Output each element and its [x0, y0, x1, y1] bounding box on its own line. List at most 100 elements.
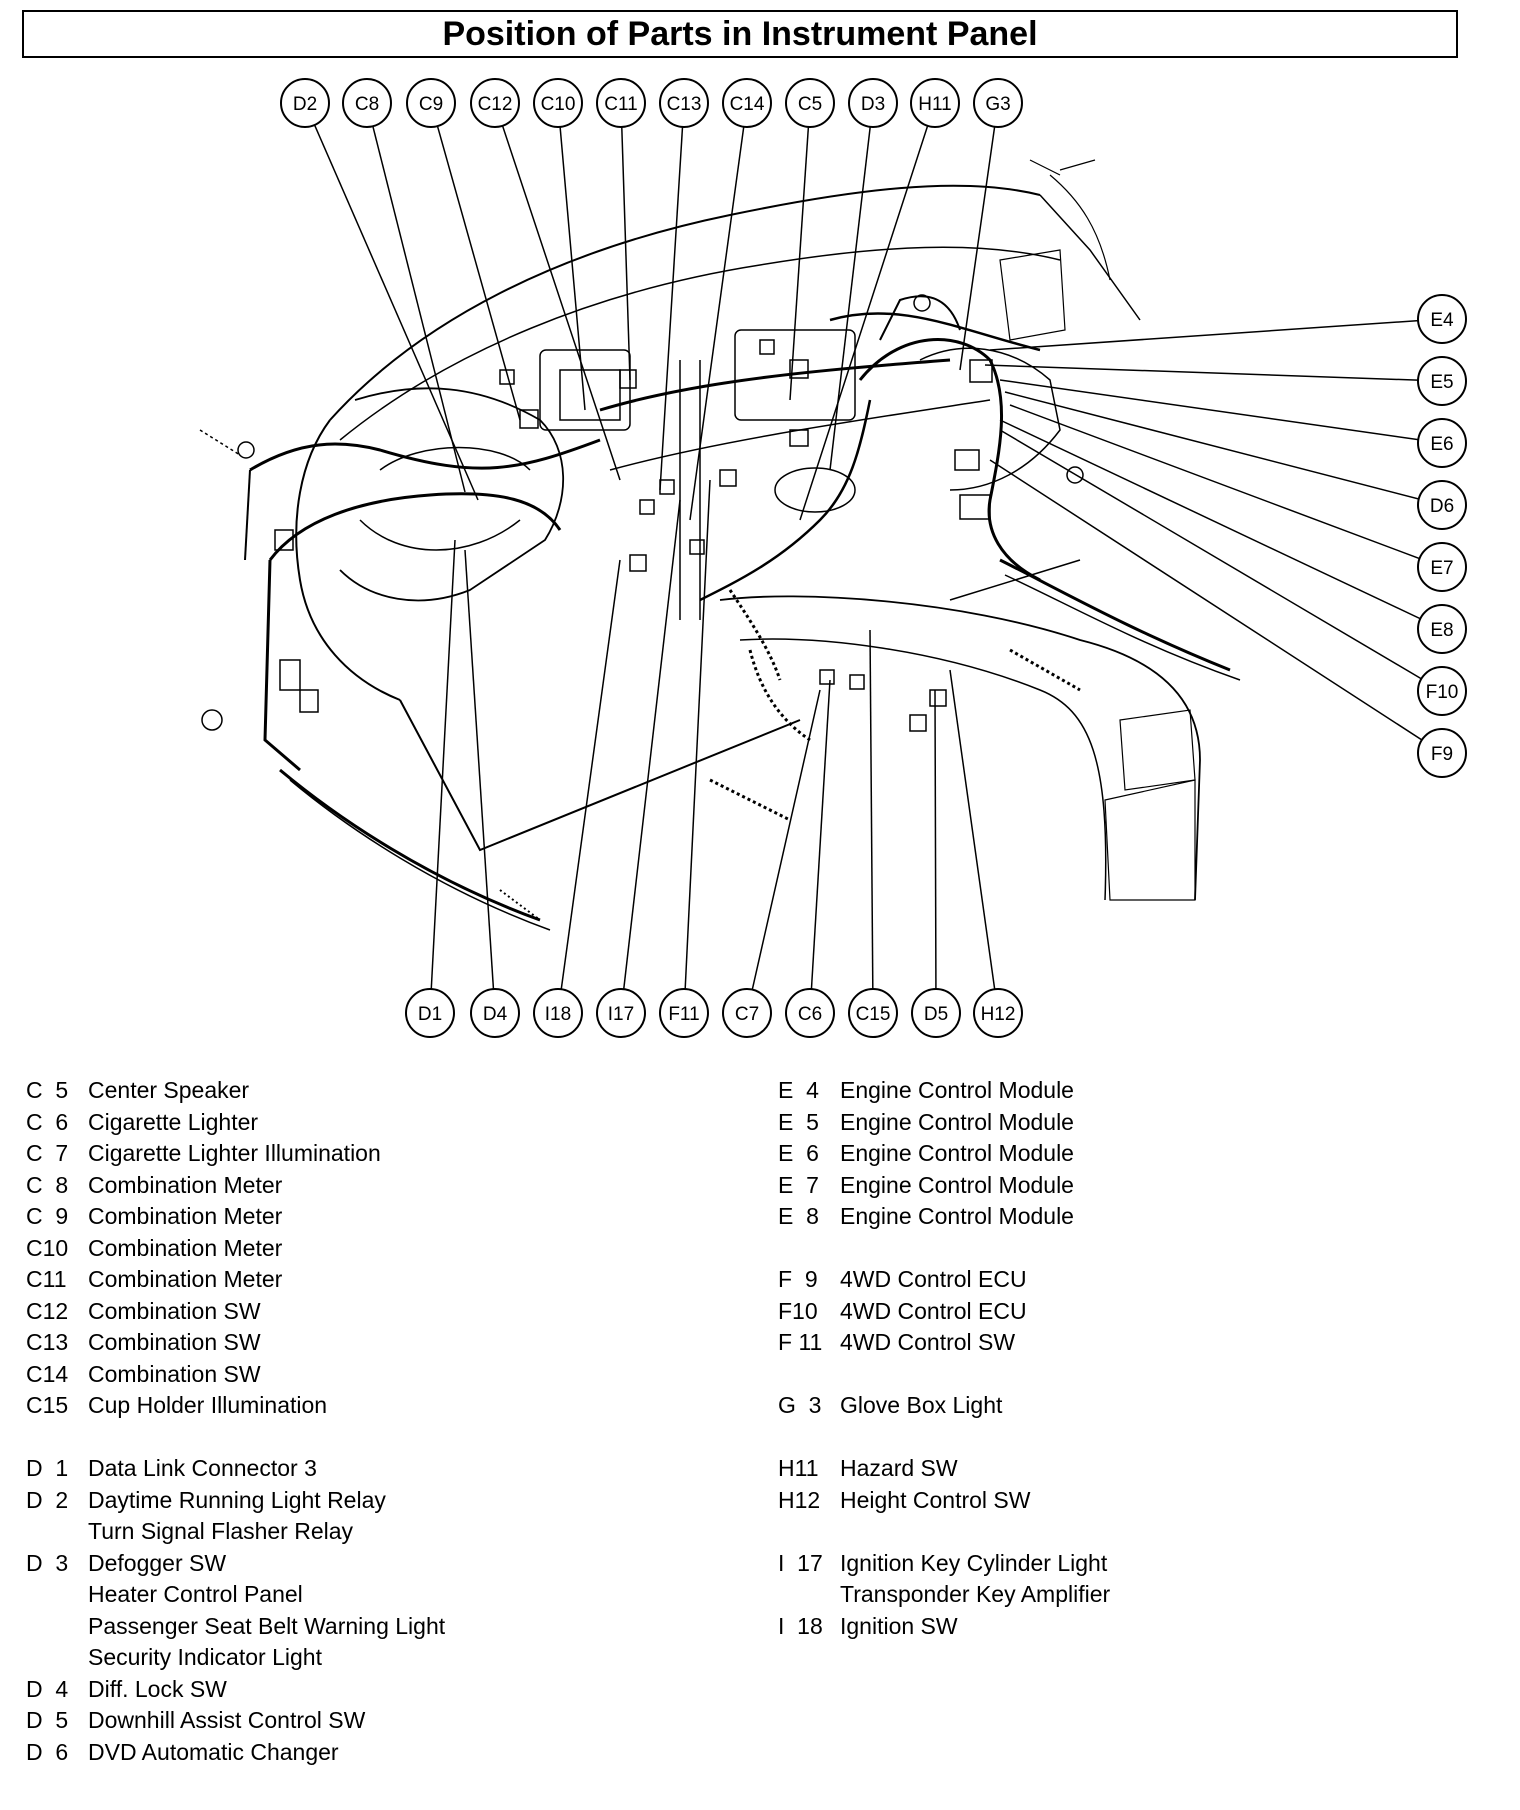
leader-line-f9	[989, 459, 1443, 754]
callout-label: E4	[1430, 310, 1454, 331]
legend-item: D 3 Defogger SW	[26, 1548, 746, 1580]
callout-e8: E8	[1417, 604, 1467, 654]
legend-spacer	[778, 1422, 1498, 1454]
legend-name: Cigarette Lighter Illumination	[88, 1140, 381, 1166]
leader-line-e7	[1009, 404, 1443, 568]
legend-name: Hazard SW	[840, 1455, 958, 1481]
legend-code: F 11	[778, 1329, 823, 1355]
legend-name: Engine Control Module	[840, 1203, 1074, 1229]
callout-e4: E4	[1417, 294, 1467, 344]
callout-circle	[470, 988, 520, 1038]
legend-name: Passenger Seat Belt Warning Light	[88, 1612, 446, 1639]
leader-line-i18	[557, 559, 621, 1014]
title-box: Position of Parts in Instrument Panel	[22, 10, 1458, 58]
callout-circle	[596, 988, 646, 1038]
callout-circle	[1417, 604, 1467, 654]
legend-name: Transponder Key Amplifier	[840, 1581, 1111, 1607]
legend-name: Engine Control Module	[840, 1108, 1074, 1135]
callout-label: C13	[667, 94, 702, 115]
callout-label: C11	[604, 94, 637, 115]
callout-c12: C12	[470, 78, 520, 128]
callout-label: C12	[478, 94, 513, 115]
callout-c14: C14	[722, 78, 772, 128]
callout-label: C8	[355, 94, 379, 115]
callout-circle	[659, 988, 709, 1038]
legend-code: H11	[778, 1455, 819, 1481]
legend-name: Combination SW	[88, 1329, 261, 1355]
legend-code: G 3	[778, 1392, 822, 1418]
callout-circle	[848, 78, 898, 128]
callout-d2: D2	[280, 78, 330, 128]
legend-code	[26, 1516, 88, 1548]
legend-code: C14	[26, 1360, 69, 1387]
callout-d1: D1	[405, 988, 455, 1038]
callout-e6: E6	[1417, 418, 1467, 468]
legend-name: Combination Meter	[88, 1171, 283, 1198]
legend-name: 4WD Control ECU	[840, 1266, 1027, 1292]
callout-label: E5	[1430, 372, 1453, 393]
legend-code: D 6	[26, 1738, 69, 1765]
callout-label: F9	[1431, 744, 1453, 765]
callout-circle	[722, 78, 772, 128]
leader-line-c10	[557, 102, 586, 411]
legend-code: D 1	[26, 1455, 69, 1481]
callout-c15: C15	[848, 988, 898, 1038]
callout-e5: E5	[1417, 356, 1467, 406]
legend-name: Defogger SW	[88, 1549, 227, 1576]
legend-name: 4WD Control ECU	[840, 1297, 1027, 1324]
callout-c13: C13	[659, 78, 709, 128]
legend-name: Ignition SW	[840, 1612, 958, 1639]
legend-name: Cup Holder Illumination	[88, 1392, 328, 1418]
leader-line-c15	[869, 629, 874, 1014]
leader-line-g3	[959, 102, 999, 371]
legend-name: Combination Meter	[88, 1266, 283, 1292]
callout-label: D1	[418, 1004, 442, 1025]
callout-c9: C9	[406, 78, 456, 128]
callout-g3: G3	[973, 78, 1023, 128]
legend-name: Downhill Assist Control SW	[88, 1707, 366, 1733]
dashboard-drawing	[199, 159, 1241, 931]
legend-code: D 2	[26, 1486, 69, 1513]
callout-label: I17	[608, 1004, 634, 1025]
callout-label: C5	[798, 94, 822, 115]
legend-code: H12	[778, 1486, 821, 1513]
leader-line-f10	[999, 429, 1443, 692]
legend-name: Engine Control Module	[840, 1077, 1074, 1103]
callout-label: D3	[861, 94, 885, 115]
legend-name: Engine Control Module	[840, 1140, 1074, 1166]
legend-spacer	[26, 1422, 746, 1454]
legend-name: Glove Box Light	[840, 1392, 1003, 1418]
callout-label: C7	[735, 1004, 759, 1025]
leader-line-i17	[620, 499, 681, 1014]
callout-f9: F9	[1417, 728, 1467, 778]
callout-label: E8	[1430, 620, 1453, 641]
callout-circle	[659, 78, 709, 128]
callout-circle	[280, 78, 330, 128]
legend-code: E 7	[778, 1171, 819, 1198]
legend-name: DVD Automatic Changer	[88, 1738, 339, 1765]
leader-line-c8	[366, 102, 466, 493]
legend-code: I 18	[778, 1612, 823, 1639]
callout-f10: F10	[1417, 666, 1467, 716]
callout-label: F11	[668, 1004, 699, 1025]
callout-label: D6	[1430, 496, 1454, 517]
legend-item: Passenger Seat Belt Warning Light	[26, 1611, 746, 1643]
legend-item: C15 Cup Holder Illumination	[26, 1390, 746, 1422]
callout-label: H12	[981, 1004, 1016, 1025]
legend-name: Daytime Running Light Relay	[88, 1486, 386, 1513]
legend-code: D 3	[26, 1549, 69, 1576]
legend-code: C15	[26, 1392, 69, 1418]
callout-label: E7	[1430, 558, 1453, 579]
